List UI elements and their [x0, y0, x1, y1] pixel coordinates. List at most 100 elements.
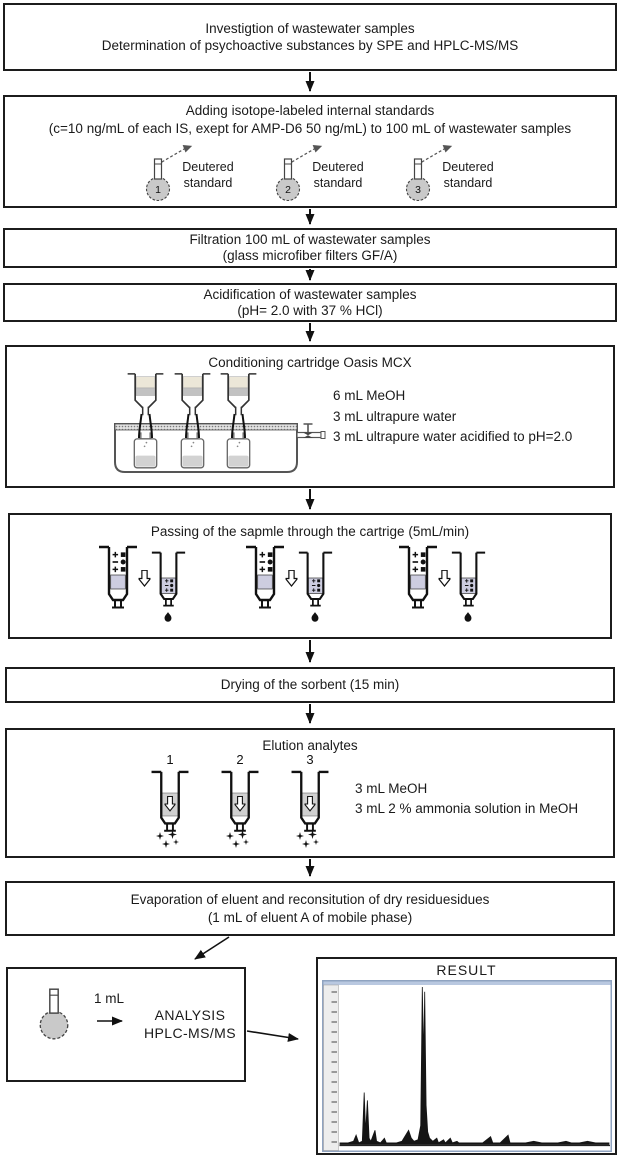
conditioning-step: 6 mL MeOH [333, 388, 406, 403]
manifold-gasket [114, 423, 298, 431]
investigation-line1: Investigtion of wastewater samples [205, 20, 415, 36]
sorbent-bed [410, 574, 426, 590]
elution-cartridge-icon: 3 [290, 753, 330, 848]
flask-icon [39, 988, 69, 1040]
stopcock-valve-icon [296, 423, 326, 439]
analyte-sparkle-icon [313, 839, 319, 845]
elution-cartridge-icon: 2 [220, 753, 260, 848]
elution-step: 3 mL MeOH [355, 781, 428, 796]
elution-steps: 3 mL MeOH 3 mL 2 % ammonia solution in M… [355, 779, 578, 818]
chromatogram-y-axis-strip [323, 984, 339, 1151]
standards-line1: Adding isotope-labeled internal standard… [185, 103, 435, 118]
standards-line2: (c=10 ng/mL of each IS, exept for AMP-D6… [48, 120, 572, 136]
chromatogram-plot [322, 980, 612, 1152]
analyte-sparkle-icon [162, 840, 170, 848]
analyte-ions-icon [111, 551, 127, 573]
deutered-standard-flask-icon: 3 [405, 144, 453, 202]
cartridge-tube [185, 413, 200, 439]
conditioning-step: 3 mL ultrapure water acidified to pH=2.0 [333, 429, 573, 444]
flask-label: Deutered standard [436, 159, 500, 191]
conditioning-steps: 6 mL MeOH 3 mL ultrapure water 3 mL ultr… [333, 386, 572, 448]
flask-number: 3 [415, 184, 421, 196]
analysis-line2: HPLC-MS/MS [144, 1024, 236, 1041]
spe-cartridge-icon [127, 373, 164, 417]
cartridge-number: 2 [236, 753, 243, 767]
evaporation-line2: (1 mL of eluent A of mobile phase) [207, 909, 413, 925]
analyte-ions-icon [258, 551, 274, 573]
spe-cartridge-pair-icon [98, 545, 186, 622]
analyte-sparkle-icon [243, 839, 249, 845]
flask-label: Deutered standard [306, 159, 370, 191]
spe-cartridge-icon [220, 373, 257, 417]
cartridge-tube [231, 413, 246, 439]
flask-label-line1: Deutered [312, 160, 364, 174]
analyte-sparkle-icon [156, 832, 164, 840]
flask-label-line1: Deutered [182, 160, 234, 174]
cartridge-number: 1 [166, 753, 173, 767]
step-box-standards: Adding isotope-labeled internal standard… [3, 95, 617, 208]
sorbent-bed [160, 577, 177, 594]
flask-number: 2 [285, 184, 291, 196]
step-box-drying: Drying of the sorbent (15 min) [5, 667, 615, 703]
conditioning-title: Conditioning cartridge Oasis MCX [208, 355, 412, 370]
down-arrow-icon [438, 570, 451, 587]
chromatogram-trace [339, 986, 610, 1145]
spe-cartridge-icon [174, 373, 211, 417]
filtration-line2: (glass microfiber filters GF/A) [222, 248, 398, 263]
analyte-sparkle-icon [296, 832, 304, 840]
analyte-ions-icon [411, 551, 427, 573]
cartridge-number: 3 [306, 753, 313, 767]
droplet-icon [311, 612, 319, 622]
analyte-sparkle-icon [302, 840, 310, 848]
conditioning-step: 3 mL ultrapure water [333, 408, 457, 424]
droplet-icon [164, 612, 172, 622]
cartridge-tube [138, 413, 153, 439]
analyte-sparkle-icon [226, 832, 234, 840]
analysis-label: ANALYSIS HPLC-MS/MS [138, 1007, 242, 1042]
flask-label-line2: standard [313, 176, 363, 190]
flask-label-line2: standard [443, 176, 493, 190]
elution-title: Elution analytes [262, 738, 358, 753]
flask-label-line1: Deutered [442, 160, 494, 174]
sorbent-bed [307, 577, 324, 594]
down-arrow-icon [285, 570, 298, 587]
sorbent-bed [460, 577, 477, 594]
deutered-standard-flask-icon: 1 [145, 144, 193, 202]
spe-cartridge-pair-icon [245, 545, 333, 622]
analysis-line1: ANALYSIS [154, 1007, 226, 1023]
investigation-line2: Determination of psychoactive substances… [101, 38, 519, 53]
flow-arrow-to-result [246, 1030, 299, 1042]
down-arrow-icon [138, 570, 151, 587]
evaporation-line1: Evaporation of eluent and reconsitution … [130, 891, 490, 907]
step-box-elution: Elution analytes [5, 728, 615, 858]
analyte-sparkle-icon [173, 839, 179, 845]
chromatogram-titlebar [323, 981, 611, 985]
sorbent-bed [257, 574, 273, 590]
chromatogram-y-ticks [331, 991, 337, 1143]
result-title: RESULT [436, 962, 497, 978]
deutered-standard-flask-icon: 2 [275, 144, 323, 202]
sorbent-bed [110, 574, 126, 590]
step-box-filtration: Filtration 100 mL of wastewater samples … [3, 228, 617, 268]
step-box-conditioning: Conditioning cartridge Oasis MCX [5, 345, 615, 488]
acidification-line2: (pH= 2.0 with 37 % HCl) [237, 302, 383, 318]
acidification-line1: Acidification of wastewater samples [203, 286, 417, 302]
analysis-volume-label: 1 mL [94, 991, 125, 1006]
passing-title: Passing of the sapmle through the cartri… [150, 524, 470, 539]
step-box-evaporation: Evaporation of eluent and reconsitution … [5, 881, 615, 936]
manifold-body [114, 423, 298, 473]
flask-number: 1 [155, 184, 161, 196]
drying-title: Drying of the sorbent (15 min) [220, 677, 400, 693]
flow-arrow-diagonal [194, 936, 230, 960]
analyte-sparkle-icon [232, 840, 240, 848]
elution-step: 3 mL 2 % ammonia solution in MeOH [355, 800, 579, 816]
step-box-acidification: Acidification of wastewater samples (pH=… [3, 283, 617, 322]
elution-cartridge-icon: 1 [150, 753, 190, 848]
step-box-investigation: Investigtion of wastewater samples Deter… [3, 3, 617, 71]
droplet-icon [464, 612, 472, 622]
flask-label-line2: standard [183, 176, 233, 190]
flask-label: Deutered standard [176, 159, 240, 191]
filtration-line1: Filtration 100 mL of wastewater samples [189, 232, 431, 247]
spe-cartridge-pair-icon [398, 545, 486, 622]
